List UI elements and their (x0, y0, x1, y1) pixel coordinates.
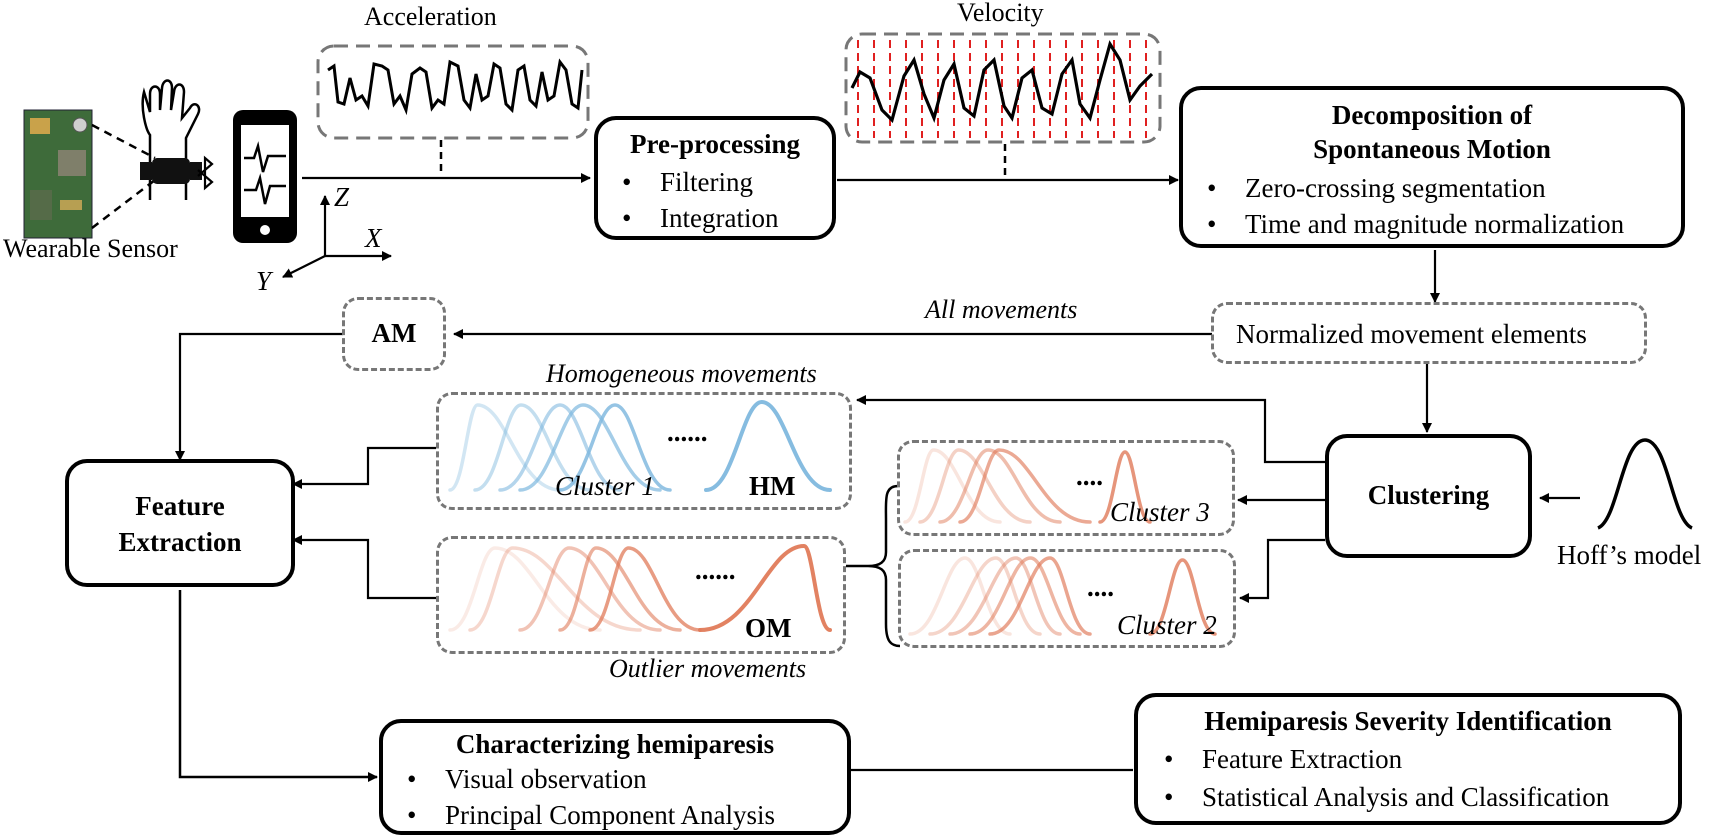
preprocessing-item-integration: Integration (622, 202, 779, 235)
axis-y-label: Y (256, 266, 272, 296)
feature-extraction-title-line2: Extraction (118, 527, 242, 557)
hoff-model-label: Hoff’s model (1557, 540, 1702, 570)
hoff-bell-curve-icon (1597, 438, 1693, 530)
acceleration-waveform (327, 58, 584, 116)
arrow-clustering-to-hm (856, 395, 1325, 464)
severity-item-feature: Feature Extraction (1164, 743, 1402, 776)
velocity-label: Velocity (957, 0, 1044, 27)
movement-curve (498, 403, 622, 492)
hm-label: HM (749, 471, 796, 501)
severity-box: Hemiparesis Severity Identification Feat… (1134, 693, 1682, 825)
hand-icon (141, 79, 201, 200)
movement-curve (558, 546, 682, 632)
velocity-waveform (850, 40, 1154, 124)
om-label: OM (745, 613, 792, 643)
severity-title: Hemiparesis Severity Identification (1204, 706, 1612, 736)
arrow-clustering-to-cluster2 (1239, 538, 1325, 603)
decomposition-title-line2: Spontaneous Motion (1313, 134, 1551, 164)
movement-curve (448, 546, 602, 632)
sensor-leader-line (91, 179, 156, 229)
cluster3-box: .... Cluster 3 (897, 440, 1235, 536)
wearable-sensor-label: Wearable Sensor (3, 234, 178, 263)
decomposition-title-line1: Decomposition of (1331, 100, 1533, 130)
clustering-title: Clustering (1367, 480, 1490, 510)
movement-curve (448, 403, 562, 492)
movement-curve (958, 448, 1092, 524)
characterizing-title: Characterizing hemiparesis (455, 729, 775, 759)
cluster3-label: Cluster 3 (1110, 497, 1210, 527)
movement-curve (1148, 558, 1217, 636)
movement-curve (698, 543, 832, 632)
acceleration-label: Acceleration (364, 2, 497, 31)
decomposition-item-segmentation: Zero-crossing segmentation (1207, 172, 1546, 205)
homogeneous-movement-curves (448, 399, 832, 492)
feature-extraction-box: Feature Extraction (65, 459, 295, 587)
normalized-elements-label: Normalized movement elements (1236, 319, 1587, 349)
am-label: AM (371, 318, 417, 348)
cluster-brace (867, 484, 901, 648)
preprocessing-title: Pre-processing (630, 129, 800, 159)
arrow-om-to-feature-extraction (292, 535, 436, 600)
axis-x-label: X (365, 223, 382, 253)
cluster1-label: Cluster 1 (555, 471, 655, 501)
hm-cluster-box: Cluster 1 ...... HM (436, 392, 852, 510)
cluster2-dots: .... (1087, 572, 1114, 602)
arrow-hm-to-feature-extraction (292, 446, 436, 489)
decomposition-item-normalization: Time and magnitude normalization (1207, 208, 1624, 241)
movement-curve (988, 556, 1092, 636)
outlier-movement-curves (448, 543, 832, 632)
arrow-feature-to-characterizing (178, 590, 378, 782)
characterizing-item-pca: Principal Component Analysis (407, 799, 775, 832)
movement-curve (704, 399, 832, 492)
cluster2-curves (908, 556, 1217, 636)
movement-curve (938, 448, 1062, 524)
cluster2-box: .... Cluster 2 (898, 549, 1236, 648)
movement-curve (473, 403, 592, 492)
normalized-elements-box: Normalized movement elements (1211, 302, 1647, 364)
cluster3-dots: .... (1076, 461, 1103, 491)
movement-curve (968, 556, 1082, 636)
cluster2-label: Cluster 2 (1117, 610, 1217, 640)
am-box: AM (342, 297, 446, 371)
characterizing-item-visual: Visual observation (407, 763, 647, 796)
all-movements-label: All movements (925, 295, 1078, 324)
movement-curve (948, 556, 1062, 636)
outlier-movements-label: Outlier movements (609, 654, 807, 683)
feature-extraction-title-line1: Feature (135, 491, 225, 521)
wearable-sensor-board (23, 109, 93, 239)
axes-icon (282, 195, 392, 278)
movement-curve (1098, 450, 1152, 524)
preprocessing-item-filtering: Filtering (622, 166, 753, 199)
severity-item-classification: Statistical Analysis and Classification (1164, 781, 1609, 814)
cluster3-curves (903, 448, 1152, 524)
movement-curve (918, 448, 1032, 524)
axis-z-label: Z (334, 182, 350, 212)
movement-curve (518, 403, 662, 492)
movement-curve (518, 546, 662, 632)
movement-curve (588, 546, 702, 632)
characterizing-box: Characterizing hemiparesis Visual observ… (379, 719, 851, 835)
sensor-leader-line (91, 123, 156, 160)
velocity-zero-crossing-markers (857, 40, 1147, 138)
preprocessing-box: Pre-processing Filtering Integration (594, 116, 836, 240)
arrow-am-to-feature-extraction (175, 332, 343, 461)
movement-curve (903, 448, 1002, 524)
hm-dots: ...... (667, 417, 708, 447)
homogeneous-movements-label: Homogeneous movements (546, 359, 817, 388)
clustering-box: Clustering (1325, 434, 1532, 558)
movement-curve (928, 556, 1042, 636)
om-cluster-box: ...... OM (436, 536, 846, 654)
decomposition-box: Decomposition of Spontaneous Motion Zero… (1179, 86, 1685, 248)
movement-curve (468, 546, 642, 632)
bluetooth-icon (197, 155, 214, 191)
acceleration-signal-box (316, 44, 590, 140)
velocity-signal-box (844, 32, 1162, 144)
movement-curve (558, 403, 672, 492)
smartphone-icon (233, 110, 297, 243)
om-dots: ...... (695, 555, 736, 585)
